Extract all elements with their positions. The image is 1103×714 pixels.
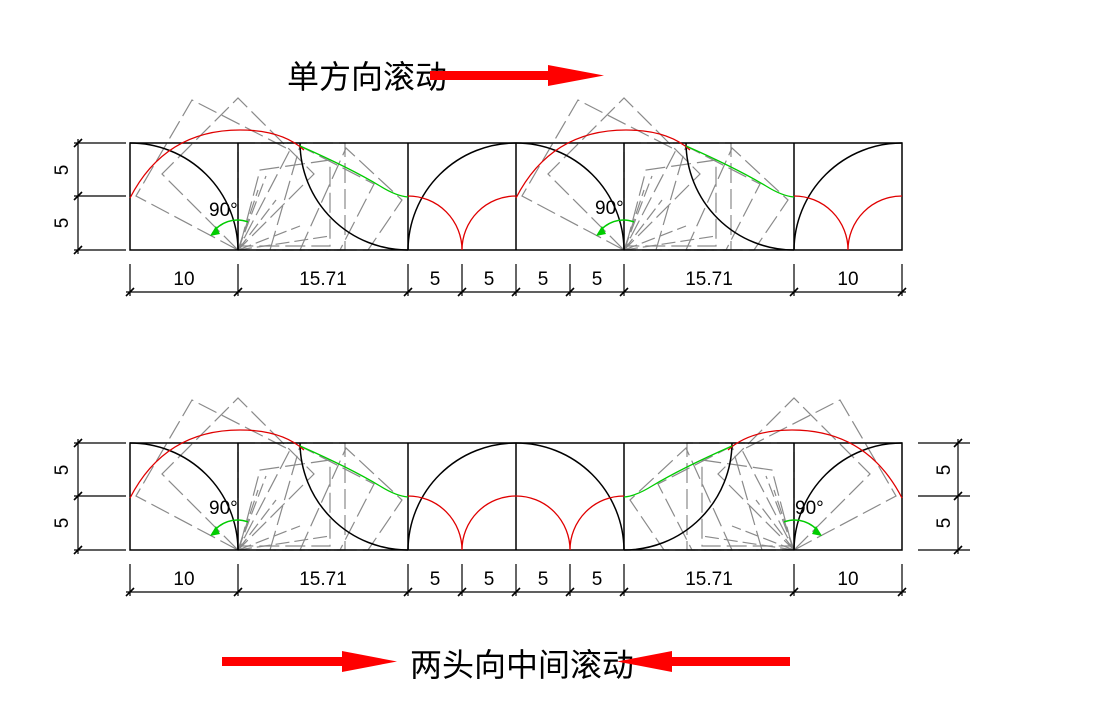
top-height-label-upper: 5	[52, 165, 73, 176]
top-height-label-lower: 5	[52, 218, 73, 229]
top-segment-label: 10	[837, 269, 858, 290]
bottom-segment-label: 10	[837, 569, 858, 590]
top-panel: 单方向滚动	[52, 58, 907, 297]
bottom-panel: 90° 90° 5 5 5 5	[52, 397, 970, 684]
bottom-green-path	[299, 445, 733, 498]
bottom-angle-arcs	[210, 519, 822, 536]
bottom-left-arrow	[617, 651, 790, 672]
bottom-segment-label: 5	[592, 569, 603, 590]
top-title: 单方向滚动	[287, 58, 447, 96]
top-green-path	[299, 145, 795, 198]
bottom-height-label-right-lower: 5	[934, 518, 955, 529]
top-segment-label: 5	[430, 269, 441, 290]
top-angle-arcs	[210, 219, 635, 236]
bottom-segment-labels: 10 15.71 5 5 5 5 15.71 10	[173, 569, 858, 590]
top-segment-label: 15.71	[685, 269, 733, 290]
top-angle-label-2: 90°	[595, 198, 624, 219]
bottom-height-label-left-lower: 5	[52, 518, 73, 529]
bottom-right-arrow	[222, 651, 397, 672]
bottom-segment-label: 10	[173, 569, 194, 590]
top-segment-label: 15.71	[299, 269, 347, 290]
top-right-arrow	[430, 65, 604, 86]
top-height-dimension	[73, 138, 126, 255]
bottom-angle-label-left: 90°	[209, 498, 238, 519]
bottom-height-dimension-left	[73, 438, 126, 555]
top-segment-label: 5	[592, 269, 603, 290]
top-segment-label: 5	[538, 269, 549, 290]
bottom-angle-label-right: 90°	[795, 498, 824, 519]
bottom-outline	[129, 442, 903, 551]
bottom-height-dimension-right	[918, 438, 970, 555]
bottom-ghost-spokes	[237, 475, 795, 551]
bottom-segment-label: 5	[484, 569, 495, 590]
top-segment-label: 5	[484, 269, 495, 290]
top-width-dimension	[125, 264, 907, 297]
bottom-segment-label: 5	[538, 569, 549, 590]
top-ghost-spokes	[237, 175, 717, 251]
bottom-trajectory	[129, 429, 903, 551]
top-trajectory	[129, 129, 903, 251]
top-segment-label: 10	[173, 269, 194, 290]
bottom-width-dimension	[125, 564, 907, 597]
bottom-segment-label: 15.71	[299, 569, 347, 590]
top-angle-label-1: 90°	[209, 200, 238, 221]
bottom-title: 两头向中间滚动	[410, 646, 634, 684]
bottom-height-label-left-upper: 5	[52, 465, 73, 476]
bottom-height-label-right-upper: 5	[934, 465, 955, 476]
top-segment-labels: 10 15.71 5 5 5 5 15.71 10	[173, 269, 858, 290]
bottom-segment-label: 15.71	[685, 569, 733, 590]
bottom-segment-label: 5	[430, 569, 441, 590]
